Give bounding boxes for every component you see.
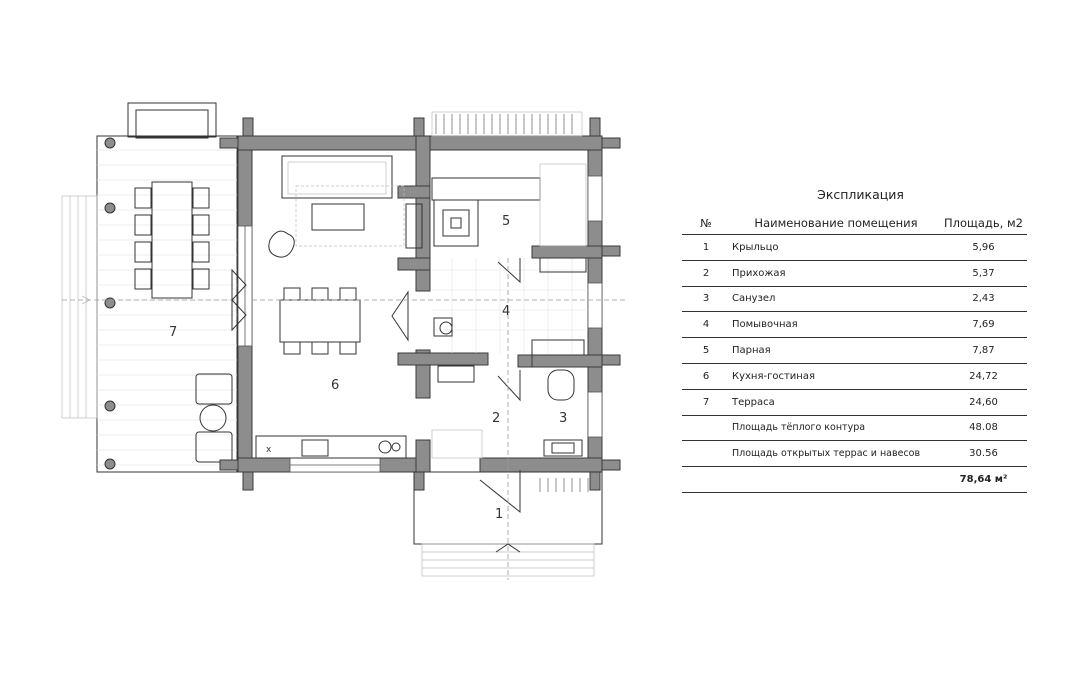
row-area: 5,96 bbox=[972, 241, 995, 253]
row-name: Прихожая bbox=[732, 267, 786, 279]
furniture bbox=[231, 155, 628, 580]
row-area: 24,72 bbox=[969, 370, 998, 382]
warm-area-row: Площадь тёплого контура 48.08 bbox=[682, 416, 1027, 442]
row-num: 7 bbox=[702, 396, 710, 408]
room-label-6: 6 bbox=[331, 378, 339, 393]
warm-area-label: Площадь тёплого контура bbox=[732, 422, 866, 434]
open-area-row: Площадь открытых террас и навесов 30.56 bbox=[682, 441, 1027, 468]
room-label-3: 3 bbox=[559, 411, 567, 426]
room-label-7: 7 bbox=[169, 325, 177, 340]
table-row: 6 Кухня-гостиная 24,72 bbox=[682, 364, 1027, 390]
row-name: Крыльцо bbox=[732, 241, 779, 253]
row-num: 4 bbox=[702, 319, 710, 331]
table-row: 4 Помывочная 7,69 bbox=[682, 312, 1027, 339]
room-label-5: 5 bbox=[502, 214, 510, 229]
header-area: Площадь, м2 bbox=[944, 216, 1023, 230]
explication-table: Экспликация № Наименование помещения Пло… bbox=[682, 184, 1027, 493]
row-name: Парная bbox=[732, 345, 771, 357]
porch bbox=[413, 111, 603, 577]
terrace bbox=[61, 102, 238, 473]
row-area: 24,60 bbox=[969, 396, 998, 408]
total-row: 78,64 м² bbox=[682, 467, 1027, 493]
table-row: 7 Терраса 24,60 bbox=[682, 390, 1027, 416]
row-name: Терраса bbox=[732, 396, 775, 408]
row-num: 1 bbox=[702, 241, 710, 253]
row-name: Кухня-гостиная bbox=[732, 370, 815, 382]
row-area: 7,87 bbox=[972, 345, 995, 357]
row-num: 6 bbox=[702, 370, 710, 382]
table-row: 3 Санузел 2,43 bbox=[682, 287, 1027, 313]
floor-plan: 1 2 3 4 5 6 7 x bbox=[61, 102, 628, 580]
row-area: 2,43 bbox=[972, 293, 995, 305]
row-area: 7,69 bbox=[972, 319, 995, 331]
total-value: 78,64 м² bbox=[959, 474, 1008, 486]
house-walls bbox=[219, 117, 621, 491]
open-area-value: 30.56 bbox=[969, 448, 998, 460]
room-label-1: 1 bbox=[495, 507, 503, 522]
row-area: 5,37 bbox=[972, 267, 995, 279]
room-labels: 1 2 3 4 5 6 7 x bbox=[169, 214, 567, 522]
warm-area-value: 48.08 bbox=[969, 422, 998, 434]
table-row: 1 Крыльцо 5,96 bbox=[682, 235, 1027, 261]
header-num: № bbox=[700, 216, 712, 230]
explication-title: Экспликация bbox=[817, 187, 904, 202]
open-area-label: Площадь открытых террас и навесов bbox=[732, 448, 921, 460]
row-num: 2 bbox=[702, 267, 710, 279]
table-row: 2 Прихожая 5,37 bbox=[682, 261, 1027, 287]
room-label-2: 2 bbox=[492, 411, 500, 426]
room-label-4: 4 bbox=[502, 304, 510, 319]
row-name: Санузел bbox=[732, 293, 776, 305]
row-num: 5 bbox=[702, 345, 710, 357]
header-name: Наименование помещения bbox=[754, 216, 918, 230]
table-header: № Наименование помещения Площадь, м2 bbox=[682, 212, 1027, 235]
table-row: 5 Парная 7,87 bbox=[682, 338, 1027, 364]
row-num: 3 bbox=[702, 293, 710, 305]
stove-mark: x bbox=[266, 445, 272, 455]
row-name: Помывочная bbox=[732, 319, 798, 331]
